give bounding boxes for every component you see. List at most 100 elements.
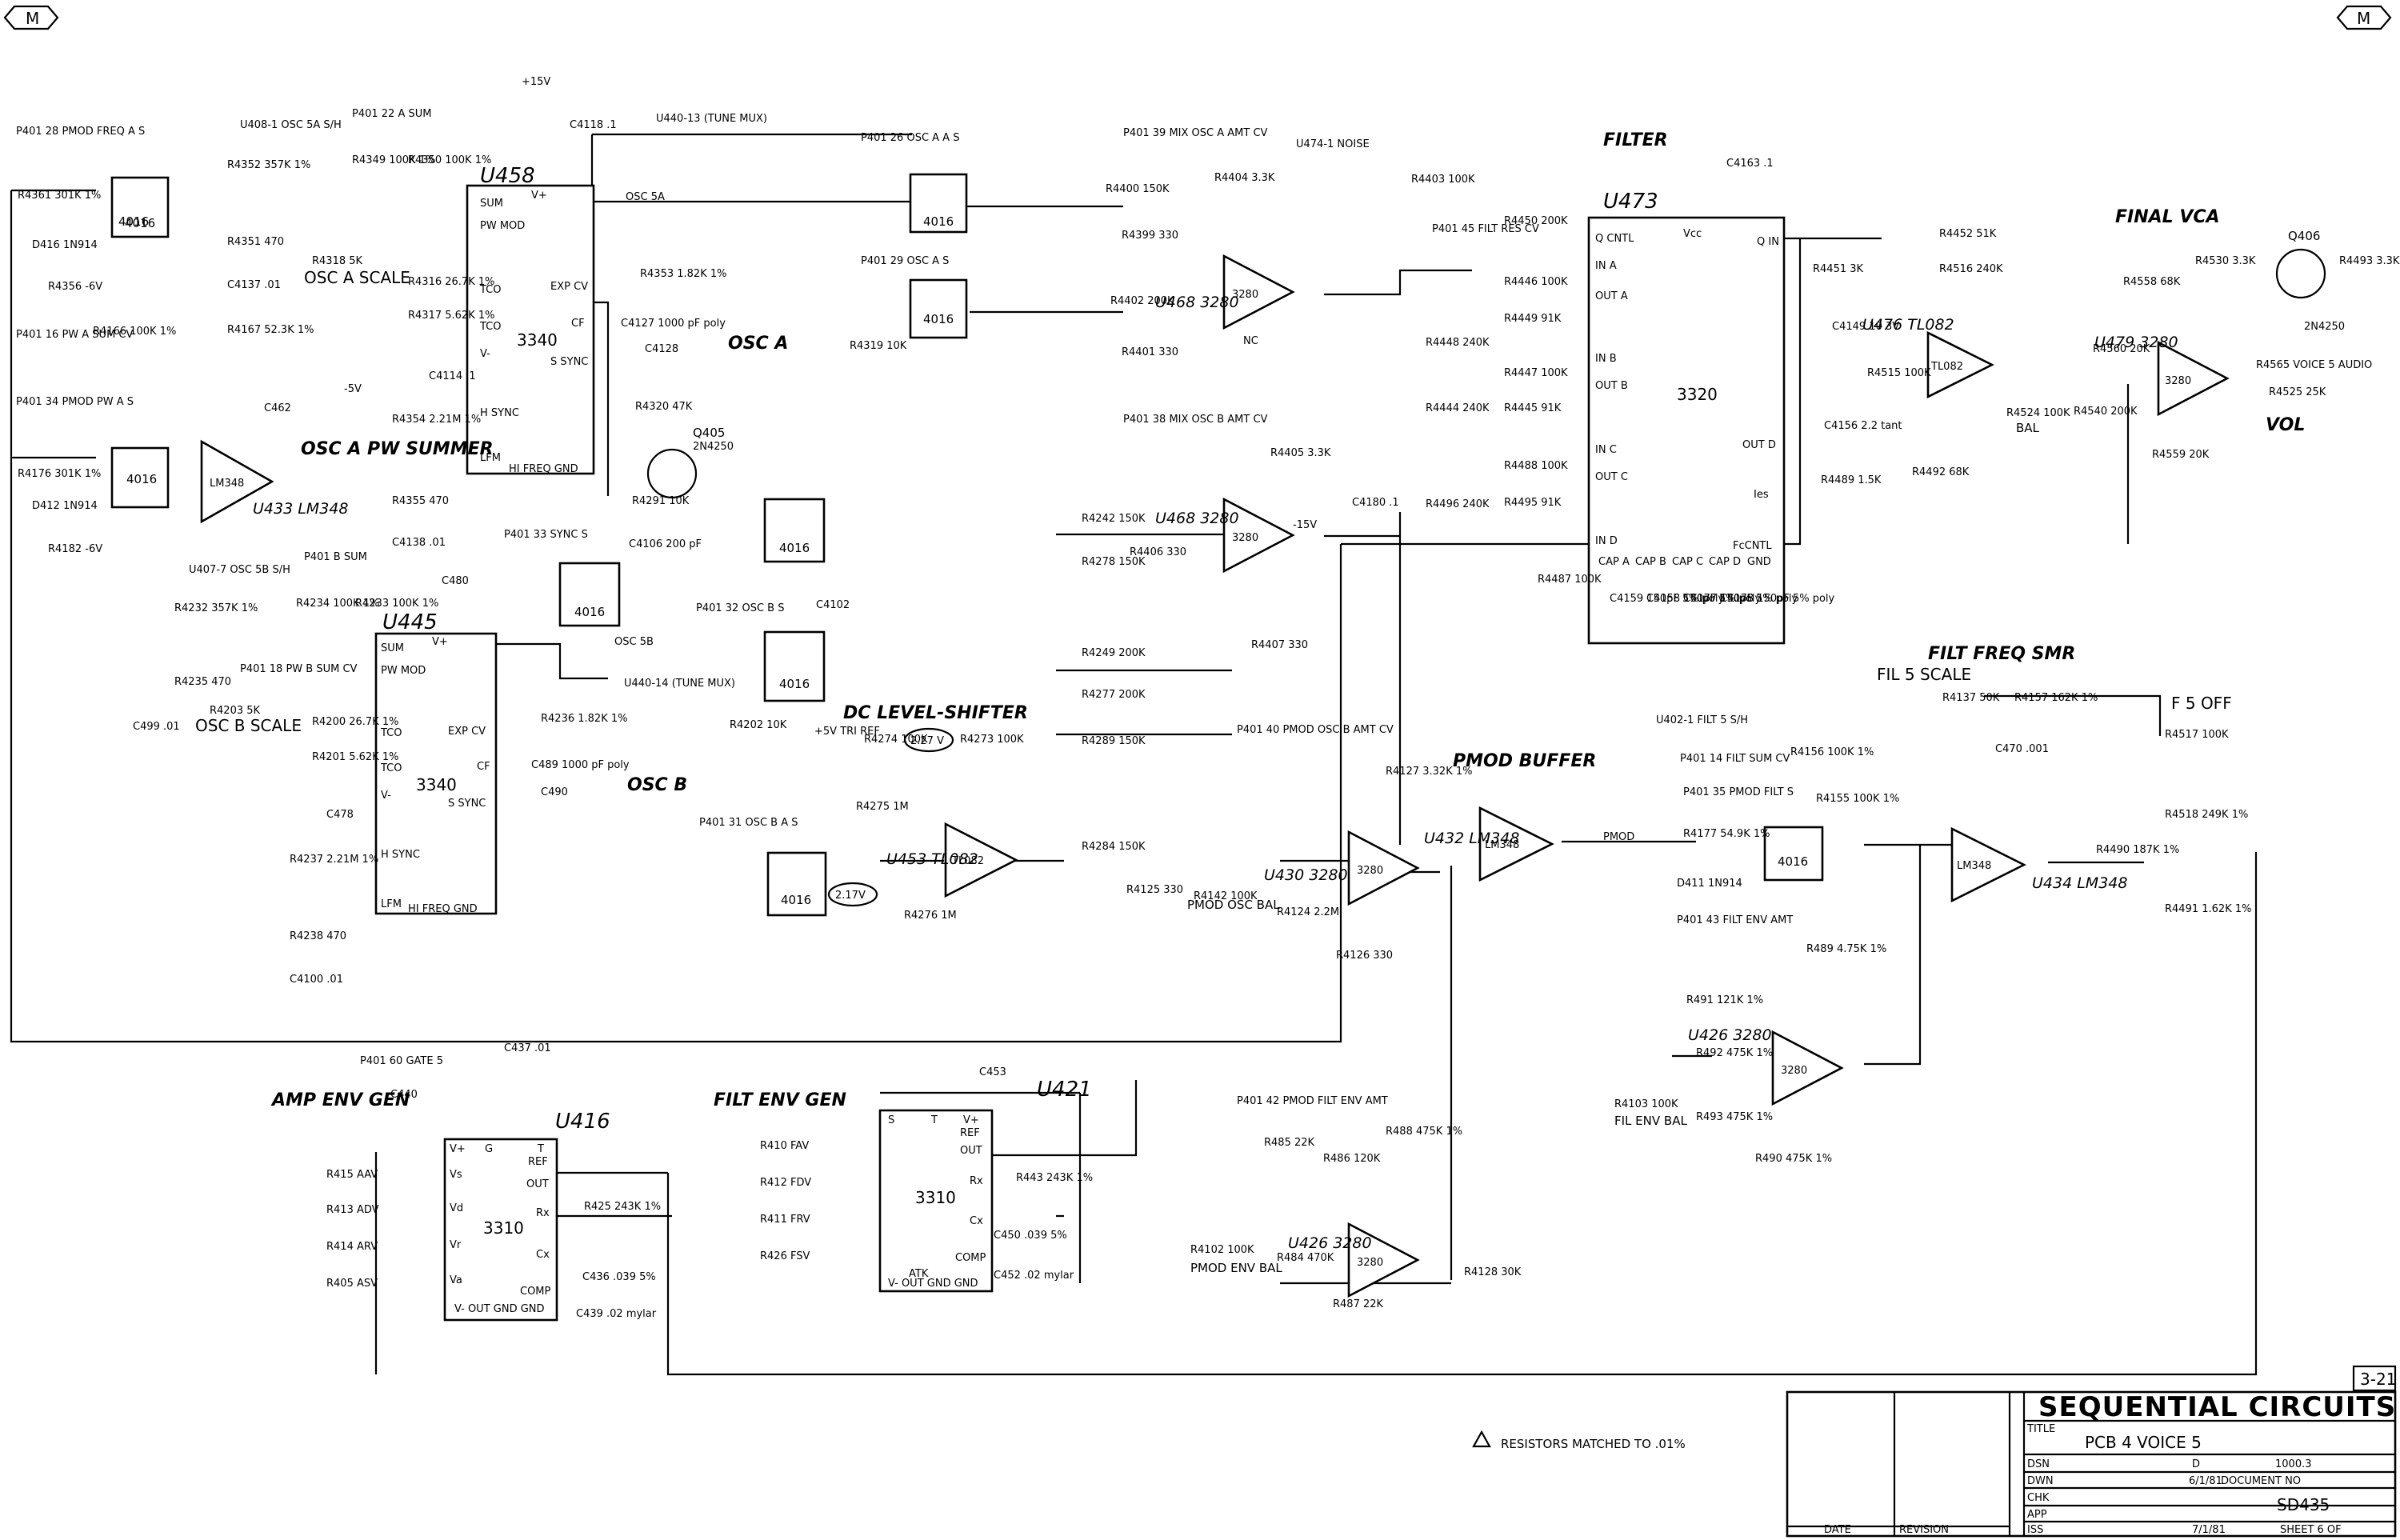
svg-text:REF: REF [528,1156,548,1168]
svg-text:R4524 100K: R4524 100K [2006,407,2070,419]
ota-u479: 3280 [2157,340,2230,417]
svg-text:R4200 26.7K 1%: R4200 26.7K 1% [312,716,398,728]
conn-mix-osc-b: P401 38 MIX OSC B AMT CV [1123,414,1268,426]
svg-text:SUM: SUM [480,198,503,210]
svg-text:TCO: TCO [479,321,502,333]
svg-text:+15V: +15V [522,76,550,88]
block-title-final-vca: FINAL VCA [2115,207,2220,227]
conn-gate5: P401 60 GATE 5 [360,1055,443,1067]
svg-text:Rx: Rx [536,1207,550,1219]
svg-text:3340: 3340 [416,775,457,794]
transistor-q405: Q405 2N4250 [646,426,734,499]
svg-text:IN A: IN A [1595,260,1617,272]
svg-text:U421: U421 [1037,1078,1092,1102]
svg-text:OSC 5B: OSC 5B [614,636,654,648]
svg-text:3280: 3280 [1232,289,1258,301]
svg-text:R4156 100K 1%: R4156 100K 1% [1790,746,1874,758]
svg-text:R4275 1M: R4275 1M [856,801,909,813]
svg-text:V+: V+ [963,1114,979,1126]
svg-text:R4489 1.5K: R4489 1.5K [1821,474,1882,486]
block-title-filt-env-gen: FILT ENV GEN [714,1090,846,1110]
svg-text:R4125 330: R4125 330 [1126,884,1183,896]
svg-text:S SYNC: S SYNC [448,798,486,810]
svg-text:R488 475K 1%: R488 475K 1% [1386,1126,1462,1138]
svg-text:FcCNTL: FcCNTL [1733,540,1772,552]
conn-osc-b-s: P401 32 OSC B S [696,602,784,614]
conn-filt5-sh: U402-1 FILT 5 S/H [1656,714,1748,726]
svg-text:LM348: LM348 [210,478,244,490]
svg-text:DATE: DATE [1824,1524,1851,1536]
conn-tune-mux-a: U440-13 (TUNE MUX) [656,113,767,125]
svg-text:T: T [537,1143,544,1155]
svg-text:R484 470K: R484 470K [1277,1252,1334,1264]
svg-text:R4404 3.3K: R4404 3.3K [1214,172,1275,184]
svg-text:3310: 3310 [915,1188,956,1207]
svg-text:C4178 150pF 5% poly: C4178 150pF 5% poly [1720,593,1835,605]
svg-text:V- OUT GND GND: V- OUT GND GND [454,1303,545,1315]
svg-text:LFM: LFM [480,452,501,464]
svg-text:T: T [930,1114,938,1126]
svg-text:C4163 .1: C4163 .1 [1726,158,1774,170]
svg-text:2.17V: 2.17V [835,890,866,902]
svg-text:DOCUMENT NO: DOCUMENT NO [2221,1475,2301,1487]
svg-text:R4318 5K: R4318 5K [312,255,363,267]
svg-text:V+: V+ [432,636,448,648]
svg-text:D416 1N914: D416 1N914 [32,239,98,251]
svg-text:C4177 150pF 5% poly: C4177 150pF 5% poly [1683,593,1798,605]
svg-text:REF: REF [960,1127,980,1139]
svg-text:C462: C462 [264,402,291,414]
svg-text:APP: APP [2027,1509,2047,1521]
ic-u416: U416 3310 G T V+ REF OUT Rx Cx COMP Vs V… [443,1110,610,1322]
svg-text:Ies: Ies [1754,489,1769,501]
label-f5-off: F 5 OFF [2171,694,2232,713]
svg-text:ISS: ISS [2027,1524,2043,1536]
svg-text:U458: U458 [480,164,535,188]
svg-text:R4560 20K: R4560 20K [2093,343,2150,355]
svg-text:U453 TL082: U453 TL082 [886,850,978,868]
svg-text:PMOD: PMOD [1603,831,1634,843]
document-number: SD435 [2277,1495,2330,1514]
svg-text:C489 1000 pF poly: C489 1000 pF poly [531,759,630,771]
svg-text:TL082: TL082 [951,855,984,867]
conn-frv: R411 FRV [760,1214,810,1226]
svg-text:R4452 51K: R4452 51K [1939,228,1997,240]
svg-text:4016: 4016 [923,214,954,229]
conn-adv: R413 ADV [326,1204,379,1216]
svg-text:R4492 68K: R4492 68K [1912,466,1970,478]
svg-text:C490: C490 [541,786,568,798]
svg-text:R425 243K 1%: R425 243K 1% [584,1201,661,1213]
svg-text:U468 3280: U468 3280 [1155,510,1239,527]
svg-text:R4284 150K: R4284 150K [1082,841,1146,853]
svg-text:R4127 3.32K 1%: R4127 3.32K 1% [1386,766,1472,778]
svg-text:3340: 3340 [517,330,558,350]
conn-fav: R410 FAV [760,1140,809,1152]
svg-text:R4166 100K 1%: R4166 100K 1% [93,326,176,338]
svg-text:R4317 5.62K 1%: R4317 5.62K 1% [408,310,494,322]
opamp-ref-labels: U433 LM348 U453 TL082 U432 LM348 U434 LM… [253,294,2178,1252]
svg-text:EXP CV: EXP CV [550,281,588,293]
svg-text:R4124 2.2M: R4124 2.2M [1277,906,1339,918]
svg-text:R4233 100K 1%: R4233 100K 1% [355,598,438,610]
svg-text:3280: 3280 [1781,1065,1807,1077]
switch-u450-d [766,851,827,917]
diode-transistor-labels: D416 1N914 D412 1N914 D411 1N914 [32,239,1742,890]
svg-text:C4127 1000 pF poly: C4127 1000 pF poly [621,318,726,330]
svg-text:Q IN: Q IN [1757,236,1779,248]
conn-fdv: R412 FDV [760,1177,811,1189]
svg-text:R4177 54.9K 1%: R4177 54.9K 1% [1683,828,1770,840]
svg-text:+5V TRI REF: +5V TRI REF [814,726,880,738]
svg-text:G: G [485,1143,493,1155]
svg-text:Vr: Vr [450,1239,462,1251]
svg-text:M: M [2357,9,2370,28]
label-osc-b-scale: OSC B SCALE [195,716,302,735]
conn-pmod-osc-b: P401 40 PMOD OSC B AMT CV [1237,724,1394,736]
svg-text:R4516 240K: R4516 240K [1939,263,2003,275]
svg-text:NC: NC [1243,335,1258,347]
svg-text:R4447 100K: R4447 100K [1504,367,1568,379]
opamp-u433: LM348 [200,439,274,524]
svg-text:R4103 100K: R4103 100K [1614,1098,1678,1110]
svg-text:U426 3280: U426 3280 [1288,1234,1372,1252]
svg-text:R4167 52.3K 1%: R4167 52.3K 1% [227,324,314,336]
svg-text:V-: V- [480,348,490,360]
svg-text:C450 .039 5%: C450 .039 5% [994,1230,1067,1242]
